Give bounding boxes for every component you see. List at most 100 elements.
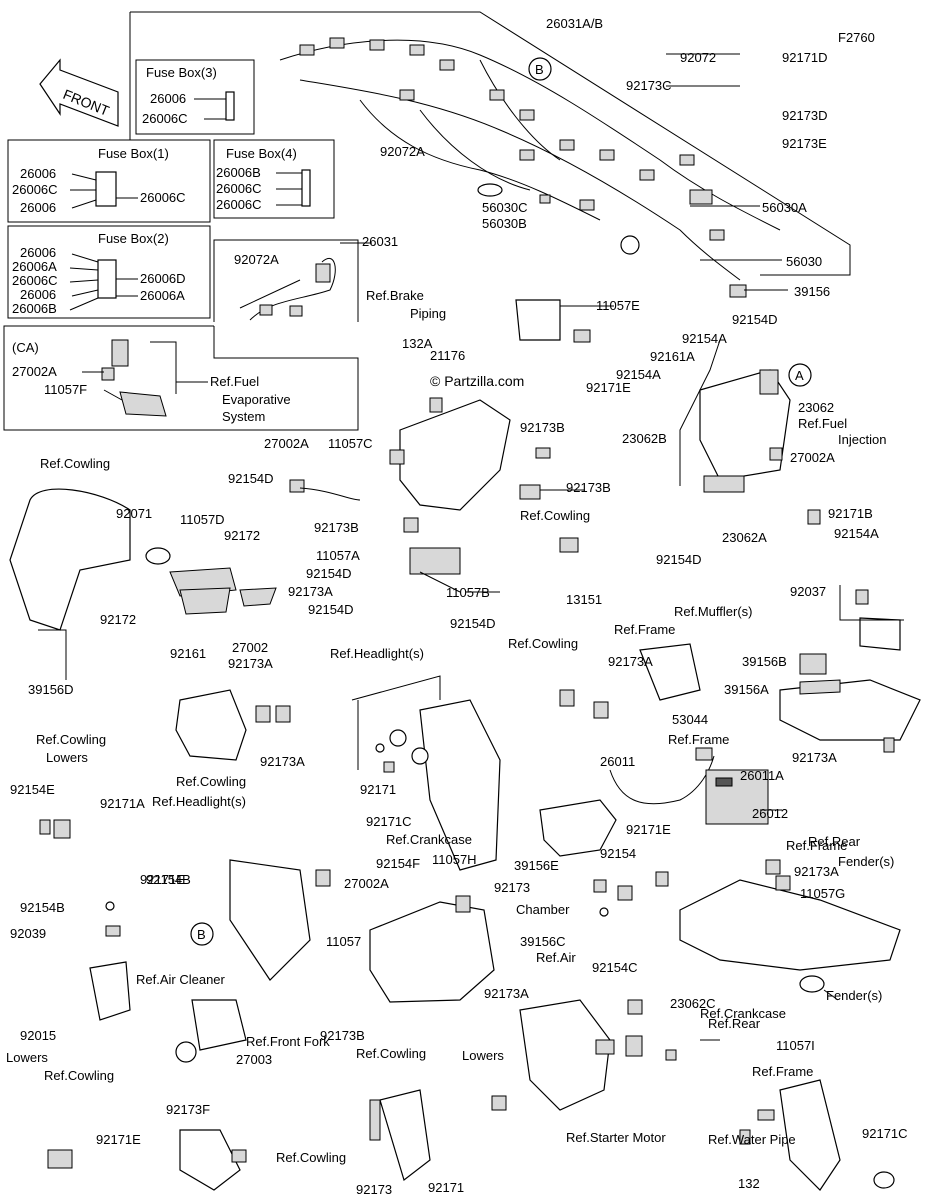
part-label: Ref.Crankcase: [700, 1006, 786, 1021]
part-label: Ref.Headlight(s): [330, 646, 424, 661]
part-label: 92154D: [306, 566, 352, 581]
part-label: 26011A: [740, 768, 784, 783]
part-label: Piping: [410, 306, 446, 321]
part-label: 92171B: [828, 506, 873, 521]
fuse-box-2-part-1: 26006: [20, 245, 56, 260]
part-label: 39156: [794, 284, 830, 299]
ca-title: (CA): [12, 340, 39, 355]
part-label: 13151: [566, 592, 602, 607]
fuel-injection-drawing: [679, 339, 821, 525]
part-label: 92173: [494, 880, 530, 895]
part-label: Ref.Headlight(s): [152, 794, 246, 809]
fuse-box-2-part-7: 26006A: [140, 288, 185, 303]
part-label: 92171A: [100, 796, 145, 811]
callout-b-bottom-label: B: [197, 927, 206, 942]
fuse-box-4-part-3: 26006C: [216, 197, 262, 212]
part-label: 26031: [362, 234, 398, 249]
ca-ref-line-2: Evaporative: [222, 392, 291, 407]
part-label: Ref.Frame: [614, 622, 675, 637]
leader-lines: [419, 53, 839, 1041]
part-label: 56030C: [482, 200, 528, 215]
part-label: Ref.Crankcase: [386, 832, 472, 847]
part-label: 92154B: [146, 872, 191, 887]
part-label: 92171C: [366, 814, 412, 829]
fuse-box-4-part-2: 26006C: [216, 181, 262, 196]
fuse-box-4: Fuse Box(4) 26006B 26006C 26006C: [213, 139, 335, 219]
part-label: 56030B: [482, 216, 527, 231]
part-label: 92171C: [862, 1126, 908, 1141]
ca-ref-line-1: Ref.Fuel: [210, 374, 259, 389]
callout-b-top: B: [528, 57, 552, 81]
part-label: 26012: [752, 806, 788, 821]
part-label: 21176: [430, 348, 465, 363]
part-label: 26011: [600, 754, 635, 769]
part-label: 92171E: [626, 822, 671, 837]
part-label: 92173B: [314, 520, 359, 535]
part-label: Ref.Cowling: [508, 636, 578, 651]
part-label: 27002A: [344, 876, 389, 891]
part-label: 92172: [224, 528, 260, 543]
part-label: 92173A: [484, 986, 529, 1001]
air-chamber-drawing: [369, 895, 495, 1003]
part-label: Ref.Frame: [786, 838, 847, 853]
part-label: 11057A: [316, 548, 360, 563]
part-label: 92173A: [228, 656, 273, 671]
diagram-code: F2760: [838, 30, 875, 45]
part-label: 39156D: [28, 682, 74, 697]
fuse-box-1-part-2: 26006C: [12, 182, 58, 197]
part-label: 92171E: [140, 872, 185, 887]
part-label: 92154D: [656, 552, 702, 567]
part-label: 27003: [236, 1052, 272, 1067]
part-label: Ref.Air: [536, 950, 576, 965]
part-label: 92154D: [732, 312, 778, 327]
part-label: 11057C: [328, 436, 373, 451]
part-label: Ref.Fuel: [798, 416, 847, 431]
fuse-box-2-part-6: 26006D: [140, 271, 186, 286]
fuse-box-1: Fuse Box(1) 26006 26006C 26006 26006C: [7, 139, 211, 223]
part-label: 11057: [326, 934, 361, 949]
part-label: Ref.Frame: [668, 732, 729, 747]
part-label: 132: [738, 1176, 760, 1191]
part-label: Ref.Cowling: [36, 732, 106, 747]
part-label: 39156A: [724, 682, 769, 697]
part-label: 23062C: [670, 996, 716, 1011]
fuse-box-4-title: Fuse Box(4): [226, 146, 297, 161]
part-label: Ref.Brake: [366, 288, 424, 303]
ca-box: (CA) 27002A 11057F Ref.Fuel Evaporative …: [3, 325, 359, 431]
part-label: 92161: [170, 646, 206, 661]
part-label: 92154B: [20, 900, 65, 915]
crankcase-drawing: [369, 999, 895, 1191]
part-label: 92173: [356, 1182, 392, 1197]
part-label: 92072: [680, 50, 716, 65]
part-label: Ref.Rear: [808, 834, 861, 849]
part-label: 11057G: [800, 886, 845, 901]
part-label: Lowers: [6, 1050, 48, 1065]
callout-a: A: [788, 363, 812, 387]
part-label: 92015: [20, 1028, 56, 1043]
part-label: 23062B: [622, 431, 667, 446]
part-label: 23062: [798, 400, 834, 415]
part-label: Ref.Frame: [752, 1064, 813, 1079]
part-label: 53044: [672, 712, 708, 727]
part-label: Ref.Starter Motor: [566, 1130, 666, 1145]
part-label: Ref.Cowling: [356, 1046, 426, 1061]
fuse-box-1-part-1: 26006: [20, 166, 56, 181]
part-label: 27002A: [264, 436, 309, 451]
part-label: Ref.Water Pipe: [708, 1132, 796, 1147]
part-label: Injection: [838, 432, 886, 447]
watermark: © Partzilla.com: [430, 373, 524, 389]
main-harness-drawing: [129, 11, 851, 298]
headlight-bracket-drawing: [175, 675, 501, 871]
fuse-box-3-part-2: 26006C: [142, 111, 188, 126]
ca-part-2: 11057F: [44, 382, 87, 397]
left-cowling-drawing: [9, 488, 277, 680]
part-label: 92171E: [586, 380, 631, 395]
part-labels: 26031A/B9207292173C92171D92173D92173E560…: [6, 16, 908, 1197]
part-label: 26031A/B: [546, 16, 603, 31]
part-label: 92072A: [380, 144, 425, 159]
part-label: 92173B: [520, 420, 565, 435]
part-label: Ref.Muffler(s): [674, 604, 753, 619]
part-label: Fender(s): [838, 854, 894, 869]
part-label: Ref.Cowling: [276, 1150, 346, 1165]
